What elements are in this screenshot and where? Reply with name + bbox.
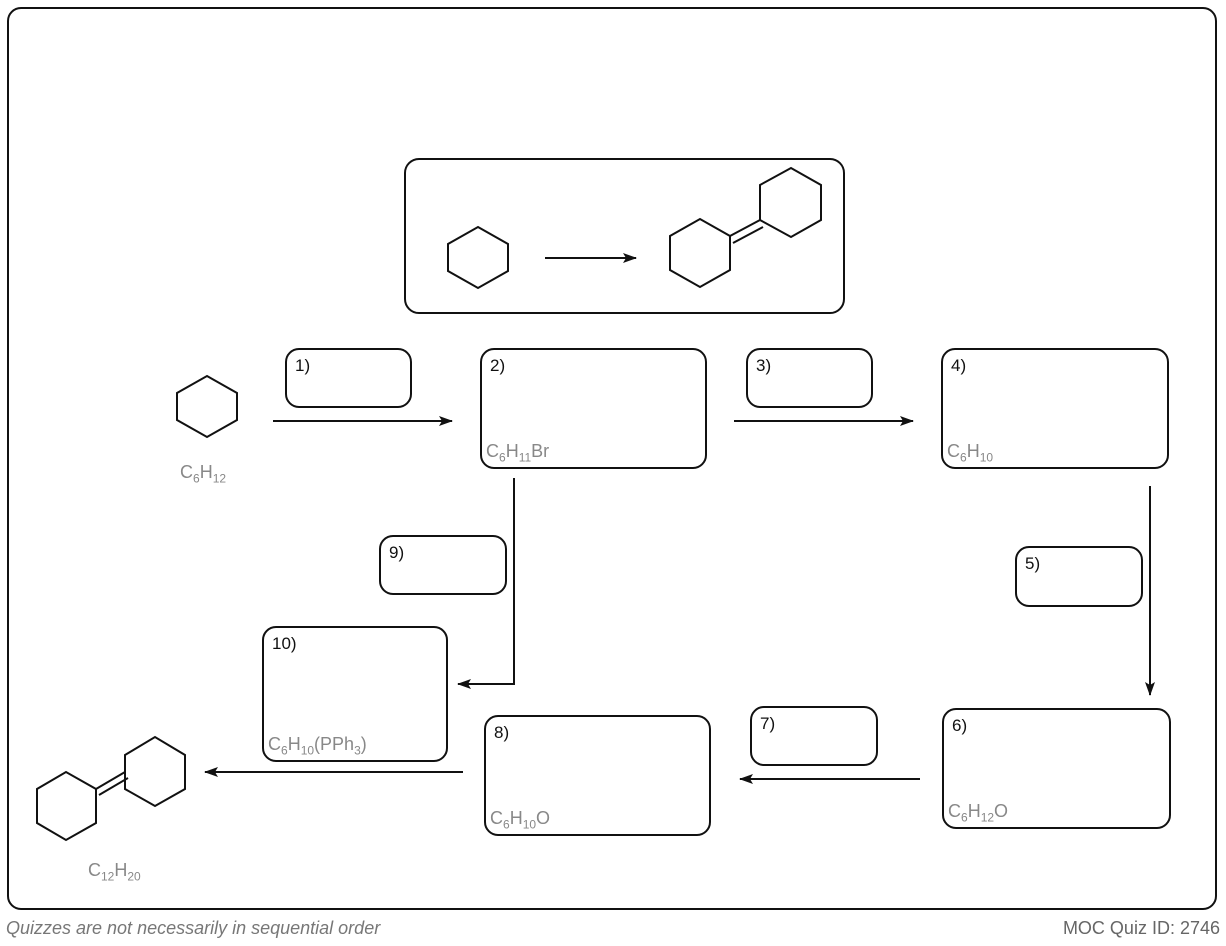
molecular-formula: C6H10 — [947, 441, 994, 465]
molecular-formula: C6H10(PPh3) — [268, 734, 367, 758]
step-7-box[interactable]: 7) — [750, 706, 878, 766]
diagram-frame — [7, 7, 1217, 910]
step-number: 1) — [295, 356, 311, 375]
molecular-formula: C6H12O — [948, 801, 1009, 825]
step-number: 7) — [760, 714, 776, 733]
arrow-9 — [457, 478, 515, 689]
step-number: 9) — [389, 543, 405, 562]
overview-box — [404, 158, 845, 314]
step-2-box[interactable]: 2) C6H11Br — [480, 348, 707, 469]
molecular-formula: C6H10O — [490, 808, 551, 832]
start-cyclohexane — [176, 374, 238, 439]
step-1-box[interactable]: 1) — [285, 348, 412, 408]
step-10-box[interactable]: 10) C6H10(PPh3) — [262, 626, 448, 762]
step-4-box[interactable]: 4) C6H10 — [941, 348, 1169, 469]
start-molecule-formula: C6H12 — [180, 462, 227, 486]
step-number: 4) — [951, 356, 967, 375]
step-8-box[interactable]: 8) C6H10O — [484, 715, 711, 836]
step-6-box[interactable]: 6) C6H12O — [942, 708, 1171, 829]
overview-product — [669, 166, 822, 289]
end-molecule-formula: C12H20 — [88, 860, 141, 884]
step-number: 3) — [756, 356, 772, 375]
end-product-structure — [36, 735, 186, 842]
overview-cyclohexane — [447, 225, 509, 290]
step-9-box[interactable]: 9) — [379, 535, 507, 595]
step-5-box[interactable]: 5) — [1015, 546, 1143, 607]
step-number: 2) — [490, 356, 506, 375]
step-number: 8) — [494, 723, 510, 742]
quiz-id: MOC Quiz ID: 2746 — [1062, 918, 1220, 938]
step-number: 5) — [1025, 554, 1041, 573]
footer-note: Quizzes are not necessarily in sequentia… — [6, 918, 381, 938]
molecular-formula: C6H11Br — [486, 441, 550, 465]
step-number: 6) — [952, 716, 968, 735]
step-3-box[interactable]: 3) — [746, 348, 873, 408]
step-number: 10) — [272, 634, 297, 653]
